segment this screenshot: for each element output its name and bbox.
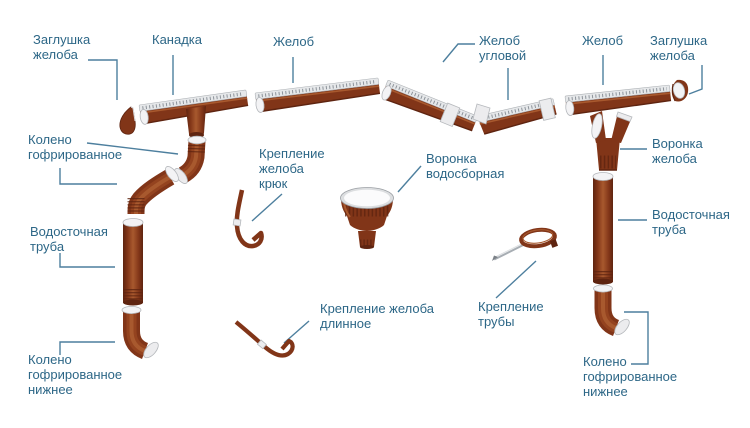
gutter-right-part <box>564 84 672 116</box>
leader-downpipe-left <box>59 253 115 268</box>
leader-elbow-left-a <box>86 142 179 155</box>
corner-joint <box>472 103 491 125</box>
leader-elbow-bottom-left <box>59 341 115 355</box>
leader-funnel-collector <box>397 165 422 193</box>
label-downpipe-left: Водосточная труба <box>30 224 108 255</box>
gutter-hook-part <box>232 189 264 249</box>
downpipe-left-part <box>122 218 144 306</box>
pipe-clamp-part <box>492 227 559 261</box>
label-corner-gutter: Желоб угловой <box>479 33 527 64</box>
elbow-bottom-right-part <box>593 284 630 336</box>
label-downpipe-right: Водосточная труба <box>652 207 730 238</box>
label-gutter-right: Желоб <box>582 33 624 48</box>
leader-elbow-left-b <box>59 168 117 185</box>
gutter-funnel-part <box>590 111 633 171</box>
label-gutter-end-cap-left: Заглушка желоба <box>33 32 91 63</box>
gutter-end-cap-left-part <box>119 106 136 135</box>
leader-elbow-bottom-right <box>624 311 649 365</box>
long-gutter-hook-part <box>234 320 295 358</box>
corner-gutter-part <box>381 80 557 135</box>
leader-cap-right <box>688 65 703 95</box>
label-long-gutter-hook: Крепление желоба длинное <box>320 301 435 332</box>
label-gutter-funnel: Воронка желоба <box>652 136 703 167</box>
leader-hook <box>251 193 283 222</box>
label-pipe-clamp: Крепление трубы <box>478 299 544 330</box>
gutter-kanadka-part <box>138 89 249 138</box>
leader-corner-a <box>442 43 475 63</box>
label-collector-funnel: Воронка водосборная <box>426 151 505 182</box>
leader-pipe-bracket <box>495 260 537 299</box>
label-kanadka: Канадка <box>152 32 203 47</box>
leader-cap-left <box>88 59 118 100</box>
label-elbow-bottom-left: Колено гофрированное нижнее <box>28 352 123 398</box>
gutter-left-part <box>254 77 381 113</box>
gutter-end-cap-right-part <box>671 79 689 102</box>
label-gutter-hook: Крепление желоба крюк <box>259 146 325 192</box>
elbow-bottom-left-part <box>121 305 159 359</box>
label-elbow-bottom-right: Колено гофрированное нижнее <box>583 354 678 400</box>
elbow-middle-part <box>127 166 179 215</box>
label-gutter-left: Желоб <box>273 34 315 49</box>
leader-lines <box>59 43 703 365</box>
label-gutter-end-cap-right: Заглушка желоба <box>650 33 708 64</box>
collector-funnel-part <box>340 187 394 249</box>
label-elbow-corrugated: Колено гофрированное <box>28 132 123 163</box>
elbow-upper-part <box>174 135 207 184</box>
downpipe-right-part <box>592 172 614 285</box>
kanadka-outlet <box>186 106 206 137</box>
